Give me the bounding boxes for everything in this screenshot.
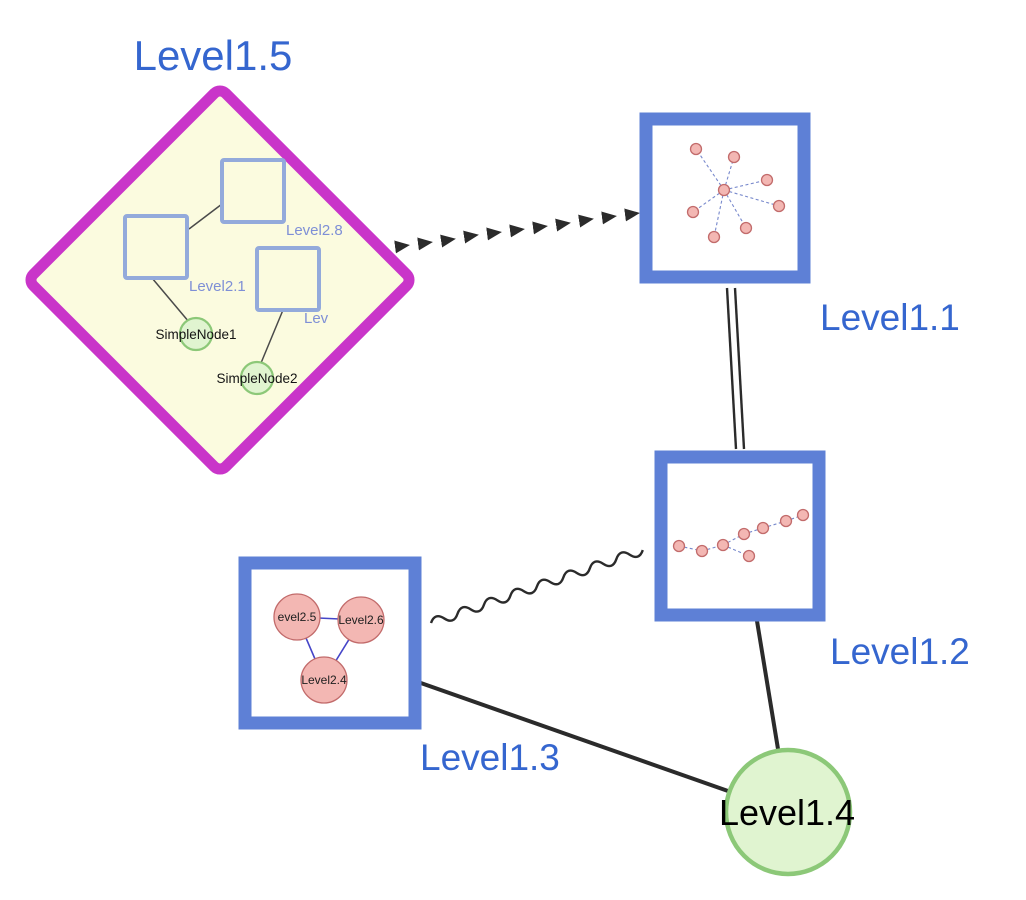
label-level1-1: Level1.1 (820, 297, 960, 338)
label-simplenode1: SimpleNode1 (155, 327, 236, 342)
label-level1-3: Level1.3 (420, 737, 560, 778)
edge-level2-1-to-simplenode1 (151, 277, 190, 323)
mini-node[interactable] (796, 508, 810, 522)
mini-node[interactable] (716, 538, 730, 552)
edge-level2-1-to-level2-8 (188, 203, 223, 230)
label-simplenode2: SimpleNode2 (216, 371, 297, 386)
node-simplenode2[interactable] (239, 360, 275, 396)
mini-node[interactable] (737, 527, 751, 541)
label-level1-4: Level1.4 (719, 792, 855, 833)
mini-node[interactable] (707, 230, 721, 244)
level1-1-inner-graph (686, 142, 786, 244)
mini-node[interactable] (695, 544, 709, 558)
node-level1-5-diamond[interactable] (25, 85, 415, 475)
mini-node[interactable] (689, 142, 703, 156)
label-level2-6: Level2.6 (338, 613, 384, 627)
mini-node[interactable] (772, 199, 786, 213)
node-level1-1-box[interactable] (639, 112, 811, 284)
node-simplenode1[interactable] (178, 316, 214, 352)
edge-level1-5-to-level1-1[interactable] (394, 208, 640, 254)
label-level2-partial: Lev (304, 310, 329, 327)
node-level2-6[interactable] (337, 596, 385, 644)
node-level1-3: evel2.5 Level2.6 Level2.4 (238, 556, 422, 730)
label-level2-8: Level2.8 (286, 222, 343, 239)
label-level1-5: Level1.5 (134, 32, 293, 79)
mini-node[interactable] (717, 183, 731, 197)
level1-3-inner-graph: evel2.5 Level2.6 Level2.4 (273, 593, 385, 704)
mini-node[interactable] (727, 150, 741, 164)
node-level1-4: Level1.4 (719, 747, 855, 877)
label-level2-1: Level2.1 (189, 278, 246, 295)
mini-node[interactable] (756, 521, 770, 535)
edge-level1-1-to-level1-2[interactable] (725, 287, 746, 450)
node-level2-partial[interactable] (255, 246, 321, 312)
mini-node[interactable] (760, 173, 774, 187)
edge-level1-2-to-level1-4[interactable] (755, 620, 780, 750)
mini-node[interactable] (686, 205, 700, 219)
mini-node[interactable] (672, 539, 686, 553)
node-level1-5: Level2.8 Level2.1 Lev SimpleNode1 Simple… (25, 85, 415, 475)
level1-2-inner-graph (672, 508, 810, 563)
node-level1-2 (654, 450, 826, 622)
edge-level1-3-to-level1-2[interactable] (429, 546, 645, 627)
label-level2-5: evel2.5 (278, 610, 317, 624)
node-level2-5[interactable] (273, 593, 321, 641)
mini-node[interactable] (779, 514, 793, 528)
node-level1-1 (639, 112, 811, 284)
label-level1-2: Level1.2 (830, 631, 970, 672)
edge-level2-to-simplenode2 (260, 309, 284, 364)
edge-level1-3-to-level1-4[interactable] (417, 680, 729, 793)
node-level2-4[interactable] (300, 656, 348, 704)
mini-node[interactable] (742, 549, 756, 563)
node-level1-4-circle[interactable] (723, 747, 853, 877)
label-level2-4: Level2.4 (301, 673, 347, 687)
mini-node[interactable] (739, 221, 753, 235)
node-level2-1[interactable] (123, 214, 189, 280)
node-level2-8[interactable] (220, 158, 286, 224)
